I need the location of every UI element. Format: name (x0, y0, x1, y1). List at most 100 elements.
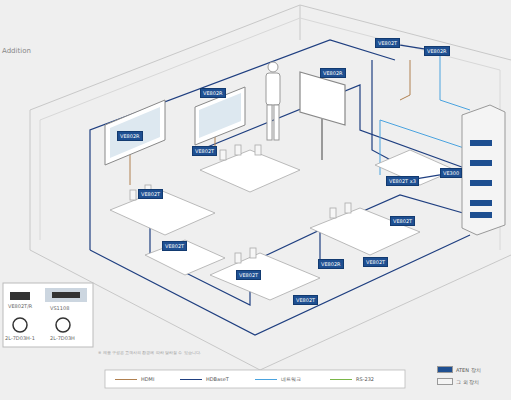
device-tag: VE802R (318, 259, 344, 269)
hdbaset-wires (90, 40, 470, 335)
cable-photo (13, 318, 27, 332)
inset-box (3, 283, 93, 347)
legend-entry: 네트워크 (255, 376, 301, 382)
note-label: ※ 제품 구성은 고객사의 환경에 따라 달라질 수 있습니다. (98, 350, 201, 356)
person-leg (274, 105, 279, 140)
screens (105, 72, 345, 165)
chair (330, 208, 336, 218)
network-run (440, 55, 470, 110)
device-name: VE802T (195, 148, 214, 154)
table (200, 150, 300, 192)
device-name: VE802T (393, 218, 412, 224)
legend-text: HDMI (141, 376, 154, 382)
device-name: VE802T (141, 191, 160, 197)
device-name: VE802R (323, 70, 343, 76)
chair (130, 190, 136, 200)
legend-entry: HDBaseT (180, 376, 229, 382)
hdmi-run (400, 60, 410, 100)
note-label: VS1108 (50, 305, 69, 311)
chair (220, 150, 226, 160)
legend-text: ATEN 장치 (456, 367, 481, 373)
rack (462, 105, 505, 235)
legend-line (115, 379, 137, 380)
display-1-image (110, 107, 160, 158)
table (145, 240, 225, 275)
person (266, 62, 280, 140)
note-label: Addition (2, 48, 31, 54)
table (310, 208, 420, 255)
device-tag: VE802T (375, 38, 400, 48)
device-name: VE802T (366, 259, 385, 265)
product-photo (52, 292, 80, 298)
device-tag: VE802T (390, 216, 415, 226)
note-label: 2L-7D03H (50, 335, 75, 341)
device-tag: VE802T (138, 189, 163, 199)
floor-edge (30, 250, 511, 370)
device-name: VE802R (203, 90, 223, 96)
legend-text: 그 외 장치 (456, 379, 479, 385)
display-1 (105, 100, 165, 165)
device-name: VE802T (165, 243, 184, 249)
hdbaset-connector (400, 45, 424, 49)
device-tag: VE802T x3 (386, 176, 419, 186)
person-body (266, 73, 280, 105)
chair (345, 203, 351, 213)
legend-entry: 그 외 장치 (437, 378, 479, 385)
device-name: VE802R (120, 133, 140, 139)
board-stand (321, 118, 323, 160)
device-name: VE802T (296, 297, 315, 303)
legend-text: RS-232 (356, 376, 374, 382)
back-wall (30, 5, 511, 250)
device-name: VE802T (239, 272, 258, 278)
tables (110, 150, 455, 300)
person-leg (267, 105, 272, 140)
chair (235, 145, 241, 155)
device-name: VE802T (378, 40, 397, 46)
inner-wall (40, 18, 500, 250)
room-walls (30, 5, 511, 370)
chairs (130, 145, 351, 263)
rack-device (470, 160, 492, 166)
legend-line (180, 379, 202, 380)
note-label: 2L-7D03H-1 (5, 335, 35, 341)
chair (250, 248, 256, 258)
hdbaset-connector (419, 175, 440, 178)
equipment-rack (462, 105, 505, 235)
display-2-image (199, 93, 241, 138)
product-photo (10, 292, 30, 300)
rack-device (470, 200, 492, 206)
product-inset (3, 283, 93, 347)
chair (235, 253, 241, 263)
device-tag: VE802T (363, 257, 388, 267)
device-name: VE802T x3 (389, 178, 416, 184)
device-tag: VE802T (293, 295, 318, 305)
legend-text: 네트워크 (281, 376, 301, 382)
legend-entry: RS-232 (330, 376, 374, 382)
person-head (268, 62, 278, 72)
chair (255, 145, 261, 155)
legend-swatch (437, 378, 453, 385)
product-photo (45, 288, 87, 302)
rack-device (470, 180, 492, 186)
device-tag: VE802R (424, 46, 450, 56)
display-2 (195, 87, 245, 145)
rack-device (470, 140, 492, 146)
legend-entry: HDMI (115, 376, 154, 382)
cable-photo (56, 318, 70, 332)
legend-text: HDBaseT (206, 376, 229, 382)
device-tag: VE802T (162, 241, 187, 251)
hdbaset-run (372, 60, 400, 165)
table (110, 190, 215, 235)
note-label: VE802T/R (8, 303, 32, 309)
wall-corner (300, 5, 301, 40)
interactive-board (300, 72, 345, 125)
device-name: VE300 (443, 170, 459, 176)
legend-line (330, 379, 352, 380)
legend-swatch (437, 366, 453, 373)
device-name: VE802R (427, 48, 447, 54)
device-tag: VE802R (117, 131, 143, 141)
device-name: VE802R (321, 261, 341, 267)
device-tag: VE802R (320, 68, 346, 78)
